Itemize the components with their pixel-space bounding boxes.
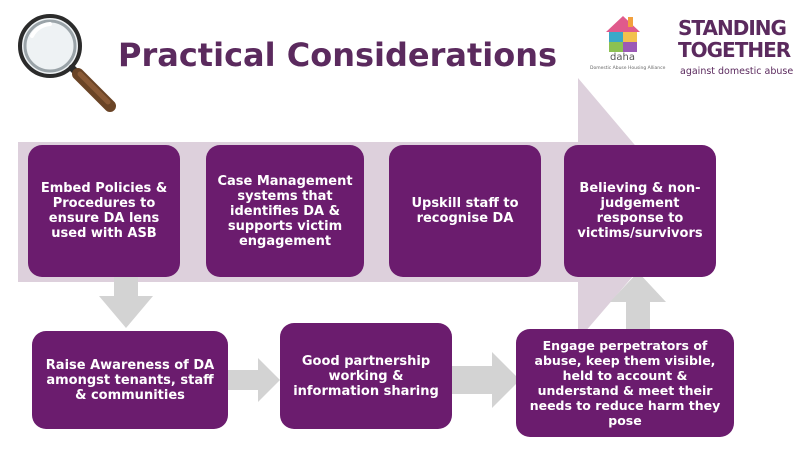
step-text: Engage perpetrators of abuse, keep them … [529, 338, 721, 428]
step-box-upskill-staff: Upskill staff to recognise DA [389, 145, 541, 277]
step-box-engage-perpetrators: Engage perpetrators of abuse, keep them … [516, 329, 734, 437]
step-box-raise-awareness: Raise Awareness of DA amongst tenants, s… [32, 331, 228, 429]
step-box-believing-response: Believing & non-judgement response to vi… [564, 145, 716, 277]
step-text: Case Management systems that identifies … [217, 173, 353, 249]
standing-together-logo: STANDING TOGETHER against domestic abuse [678, 16, 794, 82]
step-text: Good partnership working & information s… [293, 353, 439, 399]
step-text: Embed Policies & Procedures to ensure DA… [40, 181, 168, 241]
magnifying-glass-icon [18, 14, 116, 112]
standing-together-line2: TOGETHER [678, 38, 791, 62]
standing-together-line1: STANDING [678, 16, 787, 40]
step-text: Raise Awareness of DA amongst tenants, s… [45, 357, 215, 403]
daha-logo: daha Domestic Abuse Housing Alliance [590, 14, 680, 80]
page-title: Practical Considerations [118, 36, 558, 74]
step-box-case-management: Case Management systems that identifies … [206, 145, 364, 277]
step-box-partnership-working: Good partnership working & information s… [280, 323, 452, 429]
standing-together-tagline: against domestic abuse [680, 66, 794, 77]
step-box-embed-policies: Embed Policies & Procedures to ensure DA… [28, 145, 180, 277]
step-text: Believing & non-judgement response to vi… [577, 181, 703, 241]
daha-logo-name: daha [610, 52, 635, 63]
daha-logo-subtitle: Domestic Abuse Housing Alliance [590, 66, 666, 71]
step-text: Upskill staff to recognise DA [411, 196, 519, 226]
daha-house-icon [606, 16, 640, 52]
